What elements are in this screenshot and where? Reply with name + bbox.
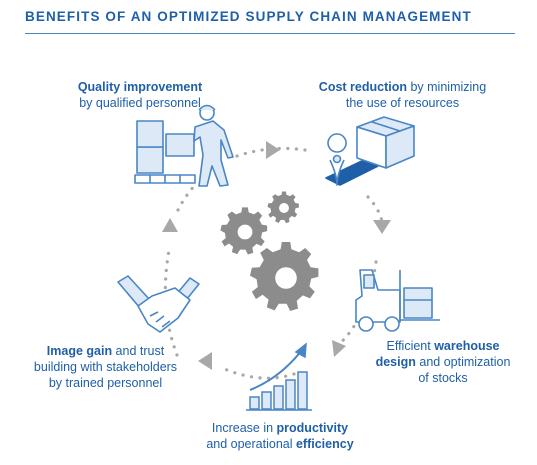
caption-text: Increase in — [211, 421, 277, 435]
handshake-icon — [117, 275, 200, 333]
benefit-caption-cost: Cost reduction by minimizing the use of … — [300, 79, 505, 111]
caption-text: of stocks — [418, 371, 468, 385]
forklift-icon — [355, 269, 440, 332]
caption-text: the use of resources — [345, 96, 460, 110]
caption-text: and operational — [206, 437, 296, 451]
caption-text: building with stakeholders — [33, 360, 178, 374]
caption-bold: warehouse — [434, 339, 500, 353]
benefit-caption-quality: Quality improvement by qualified personn… — [40, 79, 240, 111]
benefit-caption-warehouse: Efficient warehouse design and optimizat… — [368, 338, 518, 386]
benefit-caption-productivity: Increase in productivity and operational… — [180, 420, 380, 452]
gears-icon — [220, 191, 319, 311]
caption-bold: Image gain — [46, 344, 113, 358]
arrowhead-4 — [198, 352, 212, 370]
caption-bold: productivity — [276, 421, 349, 435]
page-title: BENEFITS OF AN OPTIMIZED SUPPLY CHAIN MA… — [25, 9, 472, 24]
arrowhead-5 — [162, 218, 178, 232]
caption-bold: Cost reduction — [318, 80, 407, 94]
arrowhead-1 — [266, 141, 280, 159]
benefit-caption-image: Image gain and trust building with stake… — [18, 343, 193, 391]
caption-text: by minimizing — [407, 80, 487, 94]
caption-bold: Quality improvement — [77, 80, 203, 94]
arrowhead-3 — [332, 340, 346, 357]
growth-bar-chart-icon — [246, 342, 312, 411]
title-divider — [25, 33, 515, 34]
package-with-location-pin-icon — [325, 116, 415, 186]
caption-text: and optimization — [415, 355, 511, 369]
caption-text: by qualified personnel — [79, 96, 201, 110]
caption-bold: efficiency — [295, 437, 354, 451]
caption-bold: design — [375, 355, 416, 369]
worker-with-boxes-icon — [134, 104, 234, 187]
cycle-arrowheads — [162, 141, 391, 370]
caption-text: by trained personnel — [48, 376, 163, 390]
caption-text: and trust — [112, 344, 165, 358]
caption-text: Efficient — [386, 339, 435, 353]
arrowhead-2 — [373, 220, 391, 234]
